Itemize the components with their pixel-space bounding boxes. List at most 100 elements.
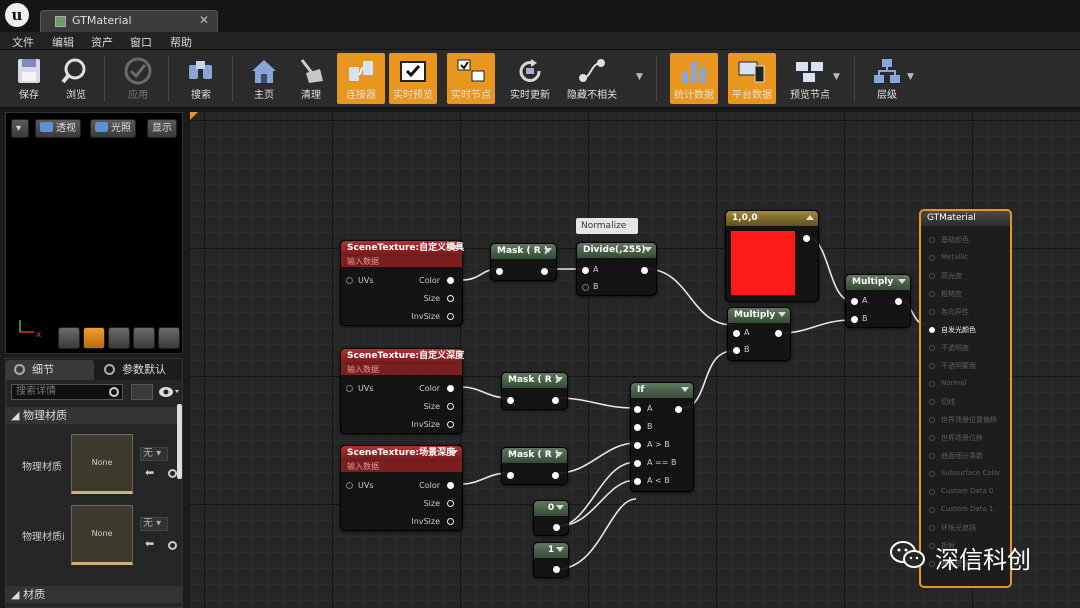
uvs-pin[interactable]	[346, 385, 353, 392]
b-pin[interactable]	[634, 424, 641, 431]
physical-material-mask-thumbnail[interactable]: None	[71, 505, 133, 565]
unreal-logo-icon[interactable]: u	[5, 3, 29, 27]
mask-r-node[interactable]: Mask ( R )	[501, 372, 568, 410]
output-pin[interactable]	[775, 330, 782, 337]
material-graph[interactable]: Normalize SceneTexture:自定义模具 输入数据 UVs Co…	[190, 112, 1080, 608]
b-pin[interactable]	[733, 347, 740, 354]
live-preview-button[interactable]: 实时预览	[389, 53, 437, 104]
output-pin[interactable]	[803, 235, 810, 242]
plane-preview-button[interactable]	[108, 327, 130, 349]
material-input-pin[interactable]	[929, 327, 935, 333]
sphere-preview-button[interactable]	[83, 327, 105, 349]
normalize-comment[interactable]: Normalize	[576, 218, 638, 234]
material-input-pin[interactable]	[929, 453, 935, 459]
size-pin[interactable]	[447, 500, 454, 507]
output-pin[interactable]	[552, 397, 559, 404]
menu-window[interactable]: 窗口	[130, 36, 152, 49]
material-input-pin[interactable]	[929, 435, 935, 441]
scene-texture-custom-depth-node[interactable]: SceneTexture:自定义深度 输入数据 UVs Color Size I…	[340, 348, 464, 434]
material-input-pin[interactable]	[929, 381, 935, 387]
invsize-pin[interactable]	[447, 313, 454, 320]
size-pin[interactable]	[447, 295, 454, 302]
output-pin[interactable]	[553, 566, 560, 573]
color-pin[interactable]	[447, 277, 454, 284]
scene-texture-custom-stencil-node[interactable]: SceneTexture:自定义模具 输入数据 UVs Color Size I…	[340, 240, 464, 326]
menu-file[interactable]: 文件	[12, 36, 34, 49]
material-input-pin[interactable]	[929, 525, 935, 531]
home-button[interactable]: 主页	[240, 53, 288, 104]
multiply-node[interactable]: Multiply A B	[845, 274, 911, 328]
material-input-pin[interactable]	[929, 543, 935, 549]
mask-r-node[interactable]: Mask ( R )	[490, 243, 557, 281]
clean-button[interactable]: 清理	[287, 53, 335, 104]
if-node[interactable]: If A B A > B A == B A < B	[630, 382, 694, 492]
property-matrix-button[interactable]	[131, 384, 153, 400]
b-pin[interactable]	[851, 316, 858, 323]
toolbar-dropdown-arrow-icon[interactable]: ▼	[636, 72, 643, 82]
material-input-pin[interactable]	[929, 237, 935, 243]
eye-icon[interactable]	[158, 385, 180, 399]
toolbar-dropdown-arrow-icon[interactable]: ▼	[907, 72, 914, 82]
apply-button[interactable]: 应用	[114, 53, 162, 104]
preview-node-button[interactable]: 预览节点	[786, 53, 834, 104]
tab-parameter-defaults[interactable]: 参数默认	[96, 360, 182, 380]
custom-mesh-preview-button[interactable]	[158, 327, 180, 349]
lit-button[interactable]: 光照	[90, 119, 136, 138]
hide-unrelated-button[interactable]: 隐藏不相关	[567, 53, 617, 104]
multiply-node[interactable]: Multiply A B	[727, 307, 791, 361]
input-pin[interactable]	[507, 472, 514, 479]
invsize-pin[interactable]	[447, 518, 454, 525]
material-input-pin[interactable]	[929, 363, 935, 369]
constant-one-node[interactable]: 1	[533, 542, 569, 578]
browse-asset-icon[interactable]	[168, 541, 177, 550]
close-tab-icon[interactable]: ✕	[198, 13, 209, 27]
output-pin[interactable]	[552, 472, 559, 479]
material-input-pin[interactable]	[929, 309, 935, 315]
section-physical-material[interactable]: ◢ 物理材质	[6, 407, 182, 424]
live-update-button[interactable]: 实时更新	[506, 53, 554, 104]
a-pin[interactable]	[634, 406, 641, 413]
scene-texture-scene-depth-node[interactable]: SceneTexture:场景深度 输入数据 UVs Color Size In…	[340, 445, 463, 531]
material-input-pin[interactable]	[929, 561, 935, 567]
a-equals-b-pin[interactable]	[634, 460, 641, 467]
b-pin[interactable]	[582, 284, 589, 291]
material-input-pin[interactable]	[929, 255, 935, 261]
viewport-options-button[interactable]: ▾	[11, 119, 29, 138]
section-material[interactable]: ◢ 材质	[6, 586, 182, 603]
material-input-pin[interactable]	[929, 471, 935, 477]
a-pin[interactable]	[851, 298, 858, 305]
a-pin[interactable]	[733, 330, 740, 337]
a-less-b-pin[interactable]	[634, 478, 641, 485]
uvs-pin[interactable]	[346, 482, 353, 489]
connectors-button[interactable]: 连接器	[337, 53, 385, 104]
physical-material-mask-dropdown[interactable]: 无 ▾	[140, 517, 168, 531]
use-selected-arrow-icon[interactable]: ⬅	[145, 537, 155, 550]
material-input-pin[interactable]	[929, 507, 935, 513]
color-pin[interactable]	[447, 385, 454, 392]
save-button[interactable]: 保存	[5, 53, 53, 104]
live-nodes-button[interactable]: 实时节点	[447, 53, 495, 104]
material-input-pin[interactable]	[929, 345, 935, 351]
stats-button[interactable]: 统计数据	[670, 53, 718, 104]
material-input-pin[interactable]	[929, 489, 935, 495]
menu-edit[interactable]: 编辑	[52, 36, 74, 49]
a-greater-b-pin[interactable]	[634, 442, 641, 449]
tab-details[interactable]: 细节	[6, 360, 94, 380]
output-pin[interactable]	[675, 406, 682, 413]
perspective-button[interactable]: 透视	[35, 119, 81, 138]
divide-node[interactable]: Divide(,255) A B	[576, 242, 657, 296]
constant-zero-node[interactable]: 0	[533, 500, 569, 536]
physical-material-dropdown[interactable]: 无 ▾	[140, 447, 168, 461]
menu-asset[interactable]: 资产	[91, 36, 113, 49]
constant-color-node[interactable]: 1,0,0	[725, 210, 819, 302]
material-input-pin[interactable]	[929, 273, 935, 279]
output-pin[interactable]	[641, 267, 648, 274]
physical-material-thumbnail[interactable]: None	[71, 434, 133, 494]
use-selected-arrow-icon[interactable]: ⬅	[145, 466, 155, 479]
size-pin[interactable]	[447, 403, 454, 410]
input-pin[interactable]	[496, 268, 503, 275]
details-scrollbar[interactable]	[177, 404, 182, 479]
menu-help[interactable]: 帮助	[170, 36, 192, 49]
browse-asset-icon[interactable]	[168, 469, 177, 478]
mask-r-node[interactable]: Mask ( R )	[501, 447, 568, 485]
